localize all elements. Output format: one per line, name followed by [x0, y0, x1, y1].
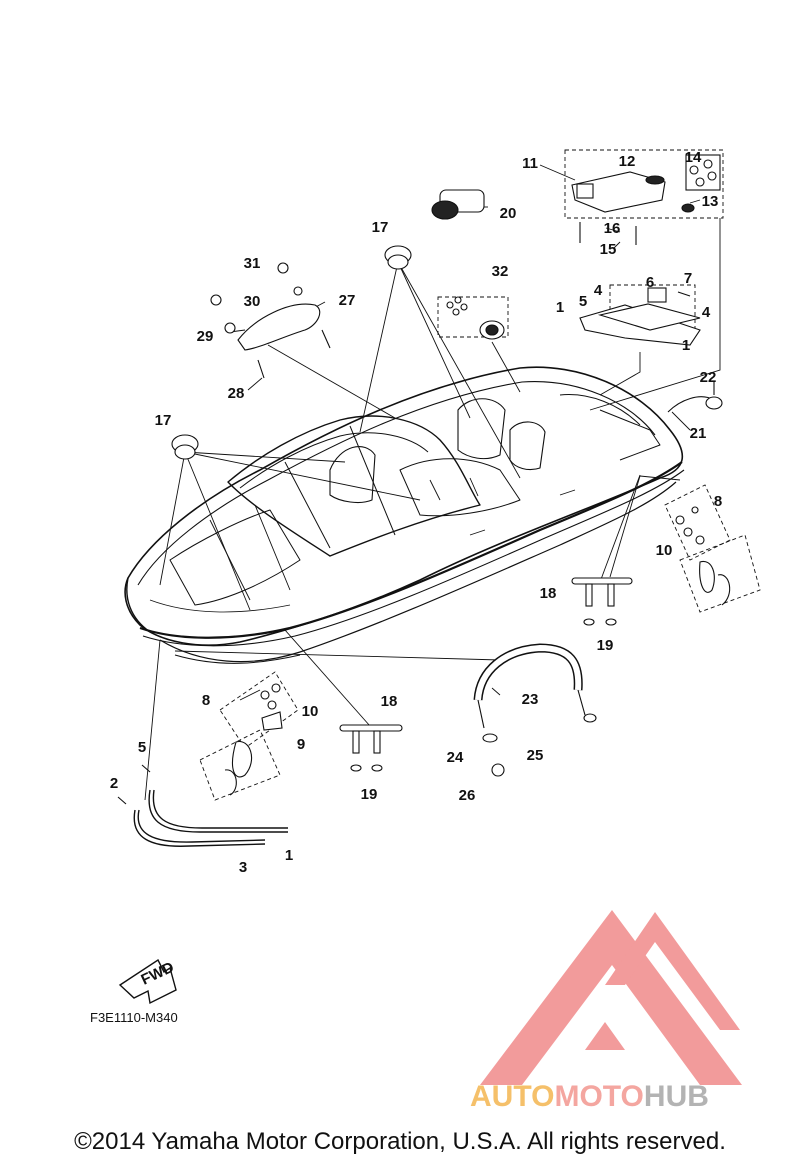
callout-18: 18: [381, 693, 398, 710]
copyright-text: ©2014 Yamaha Motor Corporation, U.S.A. A…: [74, 1128, 726, 1155]
callout-2: 2: [110, 775, 118, 792]
callout-20: 20: [500, 205, 517, 222]
callout-23: 23: [522, 691, 539, 708]
callout-4: 4: [702, 304, 711, 321]
callout-3: 3: [239, 859, 247, 876]
callout-12: 12: [619, 153, 636, 170]
callout-29: 29: [197, 328, 214, 345]
callout-21: 21: [690, 425, 707, 442]
callout-8: 8: [714, 493, 722, 510]
callout-28: 28: [228, 385, 245, 402]
callout-22: 22: [700, 369, 717, 386]
callout-15: 15: [600, 241, 617, 258]
callout-18: 18: [540, 585, 557, 602]
fwd-arrow-icon: FWD: [118, 959, 177, 1005]
callout-32: 32: [492, 263, 509, 280]
callout-6: 6: [646, 274, 654, 291]
callout-4: 4: [594, 282, 603, 299]
callout-11: 11: [522, 155, 538, 172]
callout-27: 27: [339, 292, 356, 309]
callout-19: 19: [597, 637, 614, 654]
callout-13: 13: [702, 193, 719, 210]
boat-hull: [124, 366, 685, 664]
callout-16: 16: [604, 220, 621, 237]
callout-30: 30: [244, 293, 261, 310]
part-20-mirror: [431, 189, 485, 220]
part-14-bushes: [685, 154, 721, 191]
callout-5: 5: [579, 293, 587, 310]
callout-17: 17: [155, 412, 172, 429]
callout-10: 10: [656, 542, 673, 559]
callout-9: 9: [297, 736, 305, 753]
brand-part-3: HUB: [643, 1080, 709, 1113]
watermark-brand: AUTOMOTOHUB: [470, 1080, 709, 1114]
callout-1: 1: [285, 847, 293, 864]
callout-10: 10: [302, 703, 319, 720]
callout-14: 14: [685, 149, 702, 166]
callout-19: 19: [361, 786, 378, 803]
callout-5: 5: [138, 739, 146, 756]
callout-31: 31: [244, 255, 261, 272]
part-11-bracket: [571, 171, 666, 213]
callout-24: 24: [447, 749, 464, 766]
brand-part-1: AUTO: [470, 1080, 555, 1113]
leader-lines: [144, 164, 721, 801]
callout-17: 17: [372, 219, 389, 236]
brand-part-2: MOTO: [554, 1080, 644, 1113]
callout-1: 1: [556, 299, 564, 316]
part-group-boxes: [199, 149, 761, 801]
callout-25: 25: [527, 747, 544, 764]
callout-26: 26: [459, 787, 476, 804]
callout-1: 1: [682, 337, 690, 354]
callout-8: 8: [202, 692, 210, 709]
small-parts: [117, 154, 731, 847]
diagram-code: F3E1110-M340: [90, 1010, 178, 1025]
callout-7: 7: [684, 270, 692, 287]
watermark-logo-icon: [480, 910, 742, 1085]
